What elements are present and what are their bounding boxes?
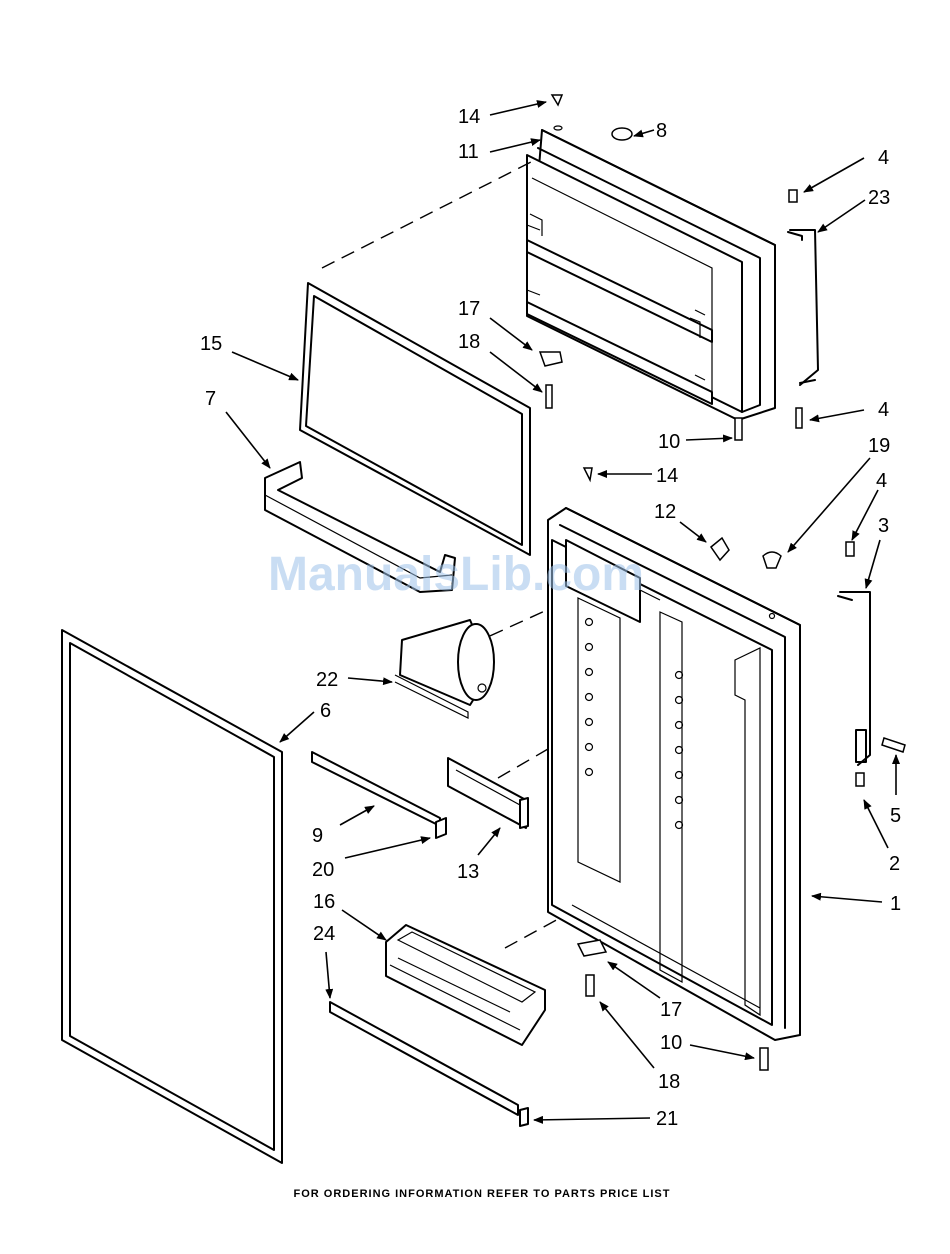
callout-2: 2 — [889, 853, 900, 875]
callout-20: 20 — [312, 859, 334, 881]
door-shelf-bar — [312, 752, 446, 838]
callout-9: 9 — [312, 825, 323, 847]
callout-4: 4 — [876, 470, 887, 492]
callout-16: 16 — [313, 891, 335, 913]
callout-11: 11 — [458, 141, 479, 163]
callout-10: 10 — [658, 431, 680, 453]
callout-14: 14 — [458, 106, 480, 128]
shelf-cover — [448, 758, 528, 828]
callout-17: 17 — [660, 999, 682, 1021]
door-bin — [386, 925, 545, 1045]
callout-24: 24 — [313, 923, 335, 945]
dairy-compartment — [395, 620, 494, 718]
watermark: ManualsLib.com — [268, 548, 644, 601]
callout-1: 1 — [890, 893, 901, 915]
fresh-food-hinge-handle — [838, 592, 870, 765]
callout-8: 8 — [656, 120, 667, 142]
callout-18: 18 — [658, 1071, 680, 1093]
callout-19: 19 — [868, 435, 890, 457]
callout-10: 10 — [660, 1032, 682, 1054]
callout-4: 4 — [878, 147, 889, 169]
fresh-food-gasket — [62, 630, 282, 1163]
footer-note: FOR ORDERING INFORMATION REFER TO PARTS … — [294, 1188, 671, 1200]
callout-12: 12 — [654, 501, 676, 523]
callout-5: 5 — [890, 805, 901, 827]
freezer-hinge-handle — [788, 230, 818, 385]
callout-15: 15 — [200, 333, 222, 355]
callout-17: 17 — [458, 298, 480, 320]
callout-18: 18 — [458, 331, 480, 353]
callout-21: 21 — [656, 1108, 678, 1130]
callout-13: 13 — [457, 861, 479, 883]
callout-7: 7 — [205, 388, 216, 410]
callout-3: 3 — [878, 515, 889, 537]
callout-4: 4 — [878, 399, 889, 421]
callout-6: 6 — [320, 700, 331, 722]
freezer-gasket — [300, 283, 530, 555]
callout-14: 14 — [656, 465, 678, 487]
callout-22: 22 — [316, 669, 338, 691]
freezer-door — [527, 126, 775, 420]
callout-23: 23 — [868, 187, 890, 209]
